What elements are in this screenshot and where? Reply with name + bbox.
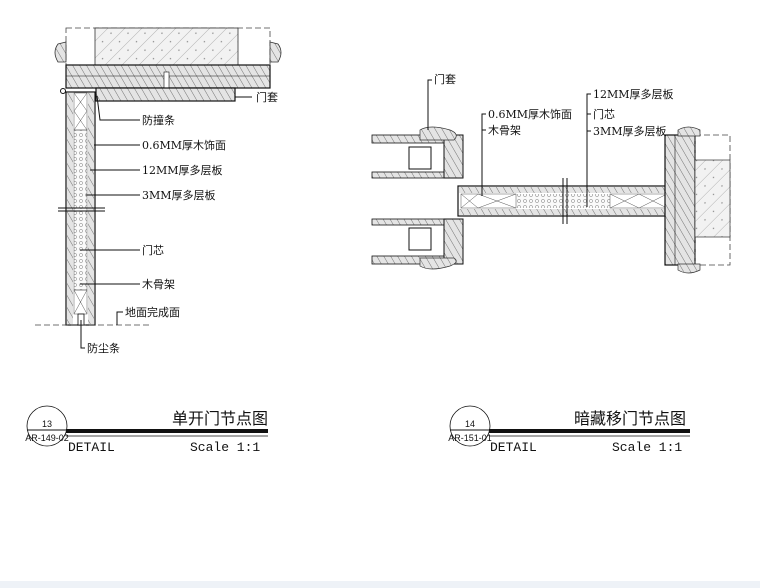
label-plywood-3: 3MM厚多层板 xyxy=(142,188,216,202)
scale-label: Scale 1:1 xyxy=(190,440,260,455)
label-door-frame: 门套 xyxy=(256,90,278,104)
sheet-ref: AR-149-02 xyxy=(25,433,69,443)
detail-number: 14 xyxy=(465,419,475,429)
detail-title: 暗藏移门节点图 xyxy=(574,409,686,428)
label-plywood-3: 3MM厚多层板 xyxy=(593,124,667,138)
detail-title: 单开门节点图 xyxy=(172,409,268,428)
label-wood-frame: 木骨架 xyxy=(488,124,521,137)
label-veneer: 0.6MM厚木饰面 xyxy=(488,107,572,121)
scale-label: Scale 1:1 xyxy=(612,440,682,455)
detail-label: DETAIL xyxy=(490,440,537,455)
label-wood-frame: 木骨架 xyxy=(142,278,175,291)
label-door-frame: 门套 xyxy=(434,72,456,86)
sheet-ref: AR-151-01 xyxy=(448,433,492,443)
label-veneer: 0.6MM厚木饰面 xyxy=(142,138,226,152)
label-finished-floor: 地面完成面 xyxy=(125,305,180,319)
label-bumper-strip: 防撞条 xyxy=(142,113,175,127)
label-door-core: 门芯 xyxy=(142,243,164,257)
right-detail-drawing: 门套 0.6MM厚木饰面 木骨架 12MM厚多层板 门芯 3MM厚多层板 xyxy=(371,72,731,274)
label-door-core: 门芯 xyxy=(593,107,615,121)
label-plywood-12: 12MM厚多层板 xyxy=(593,87,674,101)
left-detail-drawing: 门套 防撞条 0.6MM厚木饰面 12MM厚多层板 3MM厚多层板 门芯 木骨架… xyxy=(35,27,282,355)
label-plywood-12: 12MM厚多层板 xyxy=(142,163,223,177)
detail-label: DETAIL xyxy=(68,440,115,455)
label-dust-strip: 防尘条 xyxy=(87,341,120,355)
bottom-strip xyxy=(0,581,760,588)
left-title-block: 13 AR-149-02 单开门节点图 DETAIL Scale 1:1 xyxy=(25,405,268,455)
detail-number: 13 xyxy=(42,419,52,429)
right-title-block: 14 AR-151-01 暗藏移门节点图 DETAIL Scale 1:1 xyxy=(448,405,690,455)
